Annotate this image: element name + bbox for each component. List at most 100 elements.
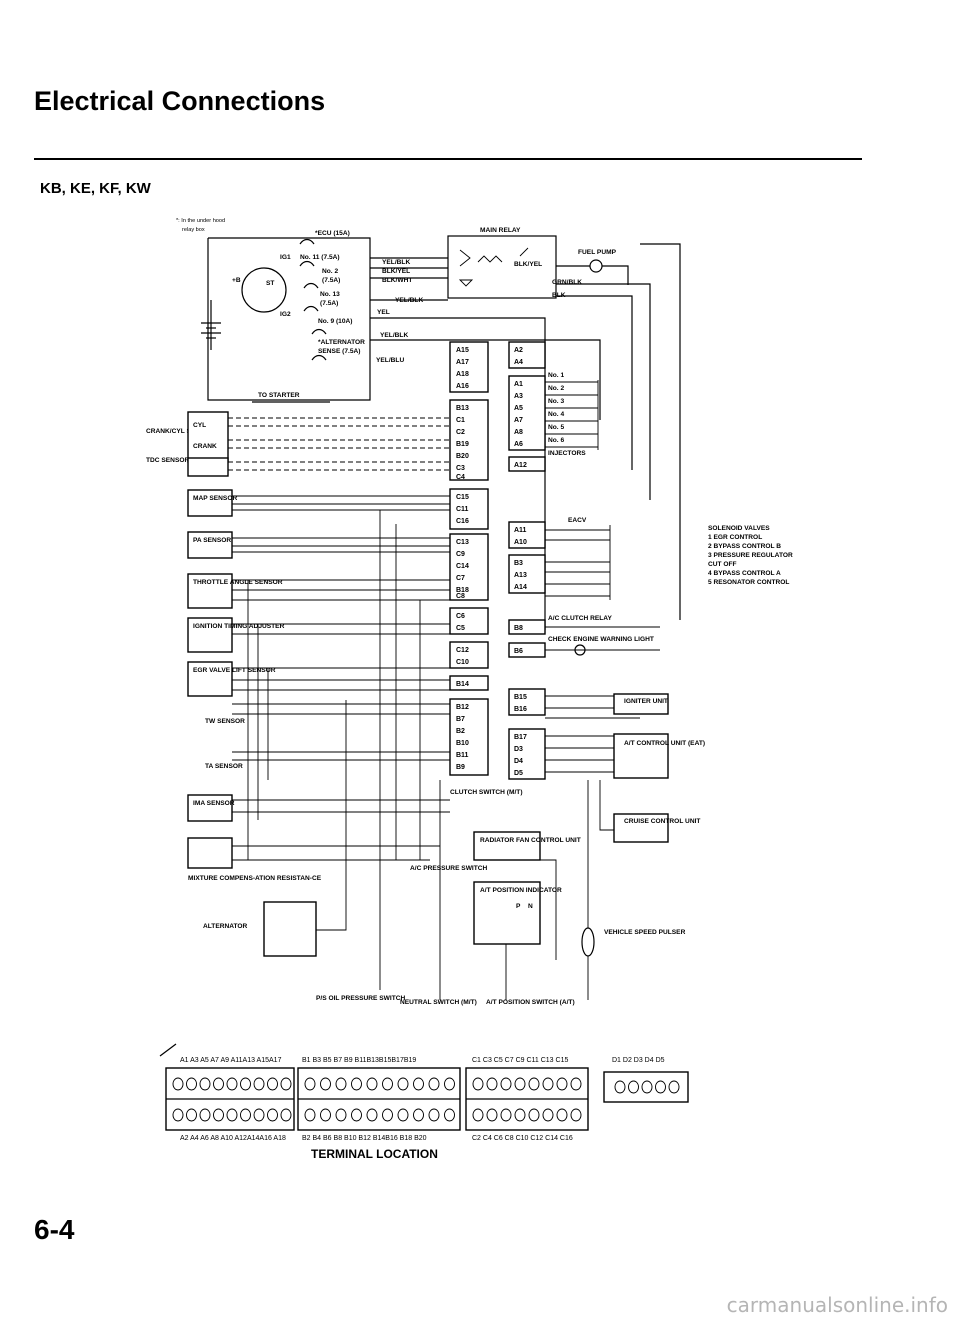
terminal-pin bbox=[253, 1077, 265, 1091]
wire-yel-blu: YEL/BLU bbox=[376, 357, 404, 364]
terminal-pin bbox=[186, 1077, 197, 1091]
throttle-label: THROTTLE ANGLE SENSOR bbox=[193, 579, 283, 586]
ecu-pin-b3: B3 bbox=[514, 560, 523, 567]
ecu-pin-b2: B2 bbox=[456, 728, 465, 735]
page-title: Electrical Connections bbox=[34, 86, 326, 116]
terminal-pin bbox=[570, 1077, 582, 1091]
terminal-pin bbox=[668, 1080, 680, 1094]
terminal-pin bbox=[655, 1080, 666, 1094]
tw-label: TW SENSOR bbox=[205, 718, 245, 725]
relay-box-note-2: relay box bbox=[182, 227, 205, 233]
ecu-pin-c14: C14 bbox=[456, 563, 469, 570]
ecu-pin-c10: C10 bbox=[456, 659, 469, 666]
indicator-n: N bbox=[528, 903, 533, 910]
ecu-pin-a10: A10 bbox=[514, 539, 527, 546]
terminal-pin bbox=[320, 1077, 331, 1091]
wire-yel: YEL bbox=[377, 309, 390, 316]
solenoid-5: 5 RESONATOR CONTROL bbox=[708, 579, 789, 586]
term-top-a: A1 A3 A5 A7 A9 A11A13 A15A17 bbox=[180, 1057, 282, 1064]
egr-sensor bbox=[187, 661, 233, 697]
ecu-pin-c12: C12 bbox=[456, 647, 469, 654]
relay-box-note: *: In the under hood bbox=[176, 218, 225, 224]
title-divider bbox=[34, 158, 862, 160]
ignition-timing-adjuster bbox=[187, 617, 233, 653]
injectors-label: INJECTORS bbox=[548, 450, 586, 457]
ecu-pin-a13: A13 bbox=[514, 572, 527, 579]
ecu-pin-b19: B19 bbox=[456, 441, 469, 448]
ecu-pin-a12: A12 bbox=[514, 462, 527, 469]
throttle-sensor bbox=[187, 573, 233, 609]
ecu-pin-b20: B20 bbox=[456, 453, 469, 460]
ecu-pin-c15: C15 bbox=[456, 494, 469, 501]
wire-grn-blk: GRN/BLK bbox=[552, 279, 582, 286]
terminal-pin bbox=[542, 1077, 554, 1091]
terminal-pin bbox=[172, 1077, 184, 1091]
terminal-pin bbox=[500, 1077, 512, 1091]
wire-yel-blk-1: YEL/BLK bbox=[382, 259, 410, 266]
ecu-pin-c7: C7 bbox=[456, 575, 465, 582]
at-position-indicator bbox=[473, 881, 541, 945]
ecu-pin-a3: A3 bbox=[514, 393, 523, 400]
solenoid-4: 4 BYPASS CONTROL A bbox=[708, 570, 781, 577]
terminal-pin bbox=[351, 1077, 362, 1091]
injector-2: No. 2 bbox=[548, 385, 564, 392]
fuse-alt: *ALTERNATOR bbox=[318, 339, 365, 346]
ecu-pin-a7: A7 bbox=[514, 417, 523, 424]
terminal-pin bbox=[528, 1077, 540, 1091]
terminal-pin bbox=[500, 1108, 512, 1122]
terminal-pin bbox=[240, 1077, 251, 1091]
fuse-11: No. 11 (7.5A) bbox=[300, 254, 340, 261]
clutch-switch-label: CLUTCH SWITCH (M/T) bbox=[450, 789, 523, 796]
term-bot-b: B2 B4 B6 B8 B10 B12 B14B16 B18 B20 bbox=[302, 1135, 427, 1142]
terminal-pin bbox=[186, 1108, 197, 1122]
terminal-pin bbox=[199, 1077, 211, 1091]
model-codes: KB, KE, KF, KW bbox=[40, 180, 151, 197]
terminal-location: A1 A3 A5 A7 A9 A11A13 A15A17 B1 B3 B5 B7… bbox=[159, 1043, 689, 1161]
pa-label: PA SENSOR bbox=[193, 537, 231, 544]
check-engine-label: CHECK ENGINE WARNING LIGHT bbox=[548, 636, 654, 643]
terminal-pin bbox=[614, 1080, 626, 1094]
solenoid-3b: CUT OFF bbox=[708, 561, 737, 568]
terminal-pin bbox=[213, 1077, 224, 1091]
ecu-pin-c3: C3 bbox=[456, 465, 465, 472]
ecu-pin-a14: A14 bbox=[514, 584, 527, 591]
wire-blk-yel-fp: BLK/YEL bbox=[514, 261, 542, 268]
term-top-c: C1 C3 C5 C7 C9 C11 C13 C15 bbox=[472, 1057, 568, 1064]
cruise-control-unit bbox=[613, 813, 669, 843]
alternator-label: ALTERNATOR bbox=[203, 923, 248, 930]
ignition-switch-icon bbox=[241, 267, 287, 313]
ecu-pin-a1: A1 bbox=[514, 381, 523, 388]
terminal-pin bbox=[172, 1108, 184, 1122]
terminal-pin bbox=[382, 1108, 393, 1122]
ecu-pin-a4: A4 bbox=[514, 359, 523, 366]
ecu-pin-a8: A8 bbox=[514, 429, 523, 436]
terminal-pin bbox=[444, 1108, 455, 1122]
terminal-pin bbox=[280, 1108, 292, 1122]
ecu-pin-a6: A6 bbox=[514, 441, 523, 448]
fuse-ecu: *ECU (15A) bbox=[315, 230, 350, 237]
terminal-pin bbox=[366, 1108, 378, 1122]
at-position-indicator-label: A/T POSITION INDICATOR bbox=[480, 887, 562, 894]
at-position-switch-label: A/T POSITION SWITCH (A/T) bbox=[486, 999, 575, 1006]
at-control-unit bbox=[613, 733, 669, 779]
terminal-pin bbox=[335, 1077, 347, 1091]
ecu-pin-b12: B12 bbox=[456, 704, 469, 711]
ig2-label: IG2 bbox=[280, 311, 291, 318]
ecu-column-1 bbox=[449, 341, 489, 776]
terminal-pin bbox=[542, 1108, 554, 1122]
watermark: carmanualsonline.info bbox=[726, 1293, 948, 1317]
injector-3: No. 3 bbox=[548, 398, 564, 405]
tdc-sensor bbox=[187, 457, 229, 477]
fuse-13-rating: (7.5A) bbox=[320, 300, 338, 307]
ecu-pin-b9: B9 bbox=[456, 764, 465, 771]
ecu-pin-a18: A18 bbox=[456, 371, 469, 378]
ecu-pin-b10: B10 bbox=[456, 740, 469, 747]
page-number: 6-4 bbox=[34, 1214, 75, 1245]
injector-group: No. 1 No. 2 No. 3 No. 4 No. 5 No. 6 INJE… bbox=[545, 372, 599, 457]
solenoid-legend: SOLENOID VALVES 1 EGR CONTROL 2 BYPASS C… bbox=[708, 525, 793, 586]
injector-1: No. 1 bbox=[548, 372, 564, 379]
neutral-switch-label: NEUTRAL SWITCH (M/T) bbox=[400, 999, 477, 1006]
wire-blk-yel: BLK/YEL bbox=[382, 268, 410, 275]
mixture-label: MIXTURE COMPENS-ATION RESISTAN-CE bbox=[188, 875, 322, 882]
ac-clutch-label: A/C CLUTCH RELAY bbox=[548, 615, 612, 622]
